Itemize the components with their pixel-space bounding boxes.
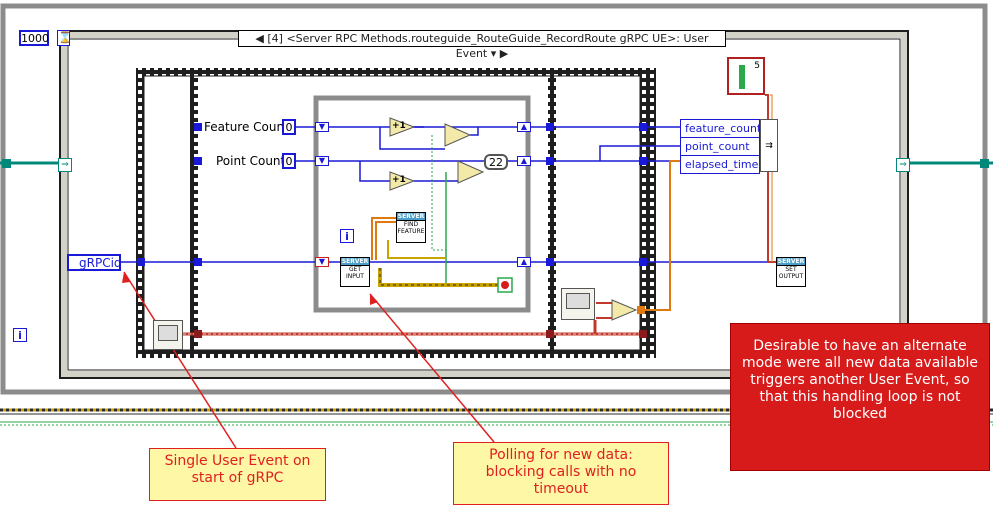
point-count-control[interactable]: 0 — [282, 153, 296, 169]
event-case-selector[interactable]: ◀ [4] <Server RPC Methods.routeguide_Rou… — [238, 30, 726, 60]
find-feature-line2: FEATURE — [397, 228, 425, 235]
inner-iteration-terminal: i — [340, 229, 354, 243]
server-set-output-subvi[interactable]: SERVER SET OUTPUT — [776, 257, 806, 287]
timestamp-function-icon: 5 — [727, 57, 765, 95]
alternate-mode-note-text: Desirable to have an alternate mode were… — [741, 338, 979, 422]
set-output-header: SERVER — [777, 258, 805, 266]
polling-note-text: Polling for new data: blocking calls wit… — [485, 447, 637, 497]
bundle-item-elapsed-time: elapsed_time — [685, 158, 759, 171]
grpcid-control[interactable]: gRPCid — [67, 254, 122, 271]
timeout-terminal-icon: ⌛ — [57, 30, 72, 46]
outer-while-loop[interactable] — [0, 3, 988, 395]
event-case-label: [4] <Server RPC Methods.routeguide_Route… — [267, 32, 709, 60]
find-feature-header: SERVER — [397, 213, 425, 221]
outer-iteration-terminal: i — [13, 328, 27, 342]
shift-register-right-grpc: ▲ — [517, 257, 531, 267]
inner-while-loop[interactable] — [313, 95, 531, 313]
shift-register-left-feature: ▼ — [315, 122, 329, 132]
set-output-line2: OUTPUT — [778, 273, 804, 280]
set-output-line1: SET — [785, 266, 797, 273]
timeout-constant[interactable]: 1000 — [19, 30, 49, 46]
tick-count-icon-right — [561, 288, 595, 320]
increment-node-feature: +1 — [392, 121, 406, 131]
shift-register-left-grpc: ▼ — [315, 257, 329, 267]
shift-register-right-feature: ▲ — [517, 122, 531, 132]
point-count-label: Point Count — [216, 154, 286, 168]
grpcid-label: gRPCid — [79, 256, 122, 270]
constant-22[interactable]: 22 — [484, 154, 508, 170]
get-input-line2: INPUT — [346, 273, 364, 280]
find-feature-line1: FIND — [403, 221, 419, 228]
increment-node-point: +1 — [392, 175, 406, 185]
bundle-output-terminal: ⇉ — [760, 119, 778, 172]
shift-register-right-point: ▲ — [517, 156, 531, 166]
prev-case-arrow[interactable]: ◀ — [255, 32, 264, 45]
user-event-note-text: Single User Event on start of gRPC — [164, 453, 311, 486]
tick-count-icon-left — [153, 320, 183, 350]
timestamp-function-constant: 5 — [754, 61, 760, 71]
polling-note: Polling for new data: blocking calls wit… — [453, 442, 669, 505]
get-input-header: SERVER — [341, 258, 369, 266]
shift-register-left-point: ▼ — [315, 156, 329, 166]
server-get-input-subvi[interactable]: SERVER GET INPUT — [340, 257, 370, 287]
get-input-line1: GET — [348, 266, 362, 273]
feature-count-label: Feature Count — [204, 120, 289, 134]
bundle-item-feature-count: feature_count — [681, 120, 761, 138]
server-find-feature-subvi[interactable]: SERVER FIND FEATURE — [396, 212, 426, 243]
alternate-mode-note: Desirable to have an alternate mode were… — [730, 323, 990, 471]
right-event-terminal: ⇒ — [896, 158, 910, 172]
feature-count-control[interactable]: 0 — [282, 119, 296, 135]
next-case-arrow[interactable]: ▶ — [499, 47, 509, 60]
bundle-item-point-count: point_count — [681, 138, 759, 156]
left-event-terminal: ⇒ — [58, 158, 72, 172]
user-event-note: Single User Event on start of gRPC — [149, 448, 326, 501]
case-dropdown-icon[interactable]: ▾ — [490, 47, 497, 60]
bundle-by-name[interactable]: feature_count point_count elapsed_time — [680, 119, 761, 174]
